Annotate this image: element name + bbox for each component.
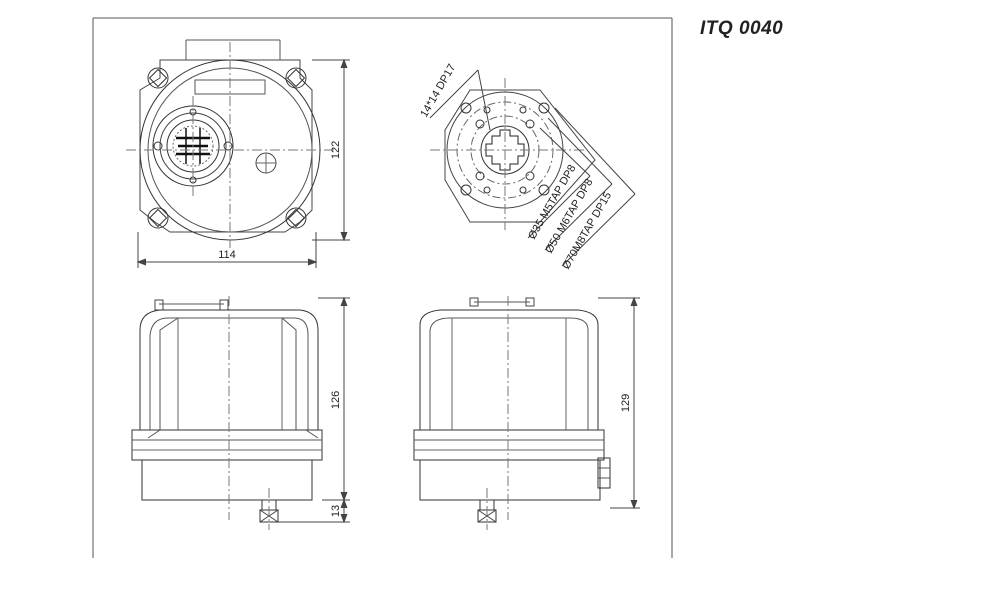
flange-view: 14*14 DP17 Ø35 M5TAP DP8 Ø50 M6TAP DP8 Ø… [418,62,636,272]
front-view: 126 13 [131,296,350,530]
flange-square-bore: 14*14 DP17 [418,62,458,119]
dim-side-height: 129 [620,394,632,412]
side-view: 129 [413,296,640,530]
dim-body-height: 126 [330,391,342,409]
dim-shaft-length: 13 [330,505,342,517]
drawing-frame [92,17,673,558]
top-view: 122 114 [126,39,350,268]
model-title: ITQ 0040 [700,18,784,39]
dim-top-width: 114 [218,249,236,261]
dim-top-height: 122 [330,141,342,159]
flange-pcd-70: Ø70M8TAP DP15 [560,190,614,271]
